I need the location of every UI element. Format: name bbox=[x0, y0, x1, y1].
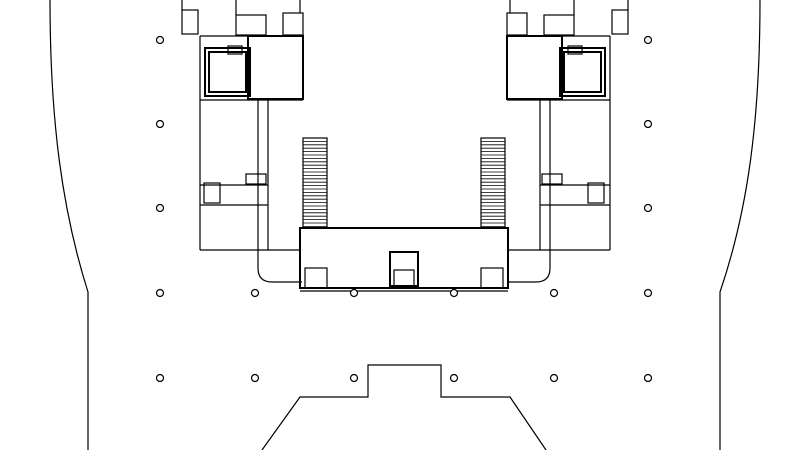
column-marker bbox=[155, 119, 165, 129]
outer-wall-right bbox=[719, 0, 761, 450]
column-marker bbox=[643, 35, 653, 45]
column-marker bbox=[250, 373, 260, 383]
corridor-curve-left bbox=[257, 267, 302, 283]
right-upper-block bbox=[506, 0, 629, 268]
lower-stage-outline bbox=[261, 364, 547, 450]
column-marker bbox=[449, 373, 459, 383]
column-marker bbox=[155, 373, 165, 383]
column-marker bbox=[155, 288, 165, 298]
outer-wall-left bbox=[49, 0, 89, 450]
column-marker bbox=[643, 373, 653, 383]
column-marker bbox=[643, 119, 653, 129]
column-marker bbox=[155, 35, 165, 45]
central-hall bbox=[299, 227, 509, 292]
stair-flight-left bbox=[302, 137, 328, 229]
column-marker bbox=[250, 288, 260, 298]
column-marker bbox=[549, 373, 559, 383]
column-marker bbox=[643, 288, 653, 298]
column-grid bbox=[155, 35, 653, 383]
column-marker bbox=[449, 288, 459, 298]
column-marker bbox=[155, 203, 165, 213]
corridor-curve-right bbox=[507, 267, 551, 283]
column-marker bbox=[349, 373, 359, 383]
column-marker bbox=[349, 288, 359, 298]
left-upper-block bbox=[181, 0, 304, 268]
column-marker bbox=[549, 288, 559, 298]
column-marker bbox=[643, 203, 653, 213]
stair-flight-right bbox=[480, 137, 506, 229]
